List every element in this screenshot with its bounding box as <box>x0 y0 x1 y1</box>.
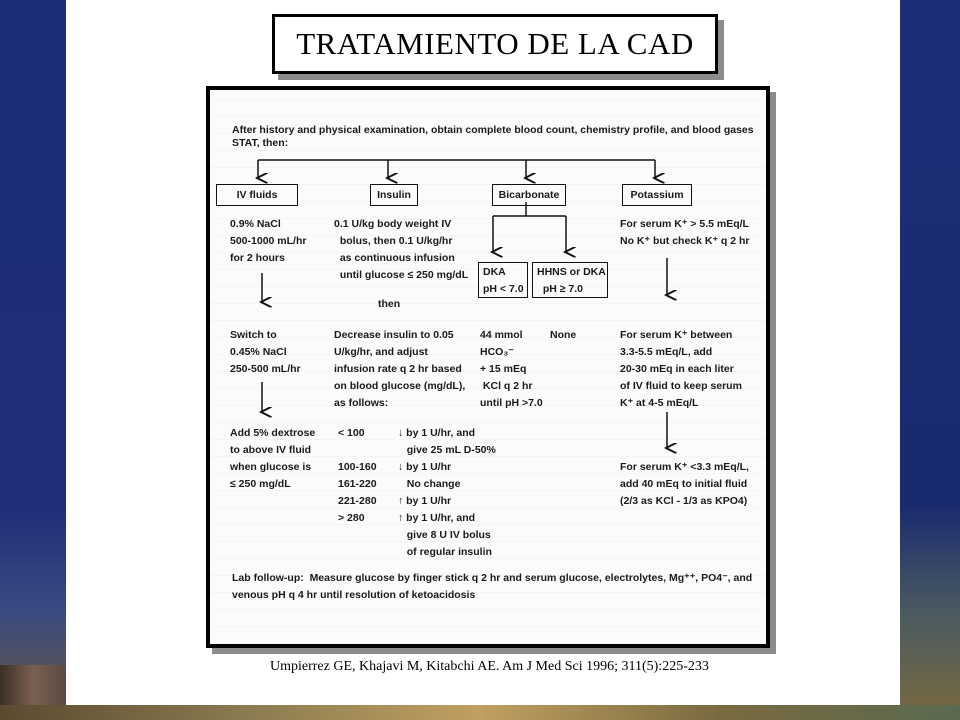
iv-step3-line3: when glucose is <box>230 459 311 476</box>
insulin-action: ↑ by 1 U/hr, and <box>398 510 475 527</box>
insulin-step2-line5: as follows: <box>334 395 388 412</box>
insulin-step1-line1: 0.1 U/kg body weight IV <box>334 216 451 233</box>
insulin-step1-line4: until glucose ≤ 250 mg/dL <box>334 267 468 284</box>
lab-followup-line2: venous pH q 4 hr until resolution of ket… <box>232 587 475 604</box>
iv-step2-line2: 0.45% NaCl <box>230 344 287 361</box>
insulin-step1-line3: as continuous infusion <box>334 250 455 267</box>
hhns-treatment: None <box>550 327 576 344</box>
citation: Umpierrez GE, Khajavi M, Kitabchi AE. Am… <box>270 659 709 675</box>
iv-step1-line1: 0.9% NaCl <box>230 216 281 233</box>
slide-title: TRATAMIENTO DE LA CAD <box>296 26 694 62</box>
iv-fluids-box: IV fluids <box>216 184 298 206</box>
dka-treatment-line3: + 15 mEq <box>480 361 526 378</box>
k-step3-line2: add 40 mEq to initial fluid <box>620 476 747 493</box>
iv-fluids-header: IV fluids <box>237 187 278 204</box>
k-step2-line5: K⁺ at 4-5 mEq/L <box>620 395 698 412</box>
insulin-then: then <box>378 296 400 313</box>
insulin-action: No change <box>398 476 460 493</box>
dka-treatment-line1: 44 mmol <box>480 327 523 344</box>
k-step2-line3: 20-30 mEq in each liter <box>620 361 734 378</box>
insulin-action: ↓ by 1 U/hr <box>398 459 451 476</box>
insulin-step2-line4: on blood glucose (mg/dL), <box>334 378 465 395</box>
dka-treatment-line4: KCl q 2 hr <box>480 378 533 395</box>
insulin-step2-line2: U/kg/hr, and adjust <box>334 344 428 361</box>
iv-step2-line3: 250-500 mL/hr <box>230 361 301 378</box>
intro-line-1: After history and physical examination, … <box>232 122 754 139</box>
background-right-panel <box>900 0 960 720</box>
insulin-step2-line3: infusion rate q 2 hr based <box>334 361 462 378</box>
potassium-header: Potassium <box>630 187 683 204</box>
insulin-range: 161-220 <box>338 476 377 493</box>
insulin-action: ↓ by 1 U/hr, and <box>398 425 475 442</box>
potassium-box: Potassium <box>622 184 692 206</box>
insulin-range: 221-280 <box>338 493 377 510</box>
k-step2-line4: of IV fluid to keep serum <box>620 378 742 395</box>
insulin-range: > 280 <box>338 510 365 527</box>
iv-step3-line4: ≤ 250 mg/dL <box>230 476 291 493</box>
title-box: TRATAMIENTO DE LA CAD <box>272 14 718 74</box>
insulin-action: give 25 mL D-50% <box>398 442 496 459</box>
k-step3-line1: For serum K⁺ <3.3 mEq/L, <box>620 459 749 476</box>
insulin-header: Insulin <box>377 187 411 204</box>
insulin-action: give 8 U IV bolus <box>398 527 491 544</box>
dka-box: DKA pH < 7.0 <box>478 262 528 298</box>
bicarbonate-header: Bicarbonate <box>499 187 560 204</box>
iv-step2-line1: Switch to <box>230 327 277 344</box>
hhns-box-line2: pH ≥ 7.0 <box>537 281 603 298</box>
insulin-range: 100-160 <box>338 459 377 476</box>
bicarbonate-box: Bicarbonate <box>492 184 566 206</box>
insulin-action: ↑ by 1 U/hr <box>398 493 451 510</box>
k-step1-line2: No K⁺ but check K⁺ q 2 hr <box>620 233 750 250</box>
iv-step3-line1: Add 5% dextrose <box>230 425 315 442</box>
hhns-box: HHNS or DKA pH ≥ 7.0 <box>532 262 608 298</box>
insulin-range: < 100 <box>338 425 365 442</box>
dka-treatment-line5: until pH >7.0 <box>480 395 543 412</box>
background-left-panel <box>0 0 66 720</box>
background-photo <box>0 665 66 705</box>
intro-line-2: STAT, then: <box>232 135 288 152</box>
insulin-action: of regular insulin <box>398 544 492 561</box>
k-step3-line3: (2/3 as KCl - 1/3 as KPO4) <box>620 493 747 510</box>
iv-step3-line2: to above IV fluid <box>230 442 311 459</box>
insulin-box: Insulin <box>370 184 418 206</box>
lab-followup-line1: Lab follow-up: Measure glucose by finger… <box>232 570 752 587</box>
hhns-box-line1: HHNS or DKA <box>537 264 603 281</box>
iv-step1-line3: for 2 hours <box>230 250 285 267</box>
k-step1-line1: For serum K⁺ > 5.5 mEq/L <box>620 216 749 233</box>
insulin-step2-line1: Decrease insulin to 0.05 <box>334 327 454 344</box>
k-step2-line1: For serum K⁺ between <box>620 327 732 344</box>
dka-box-line2: pH < 7.0 <box>483 281 523 298</box>
background-bottom-strip <box>0 705 960 720</box>
iv-step1-line2: 500-1000 mL/hr <box>230 233 306 250</box>
flowchart-figure: After history and physical examination, … <box>206 86 770 648</box>
k-step2-line2: 3.3-5.5 mEq/L, add <box>620 344 712 361</box>
dka-box-line1: DKA <box>483 264 523 281</box>
dka-treatment-line2: HCO₃⁻ <box>480 344 514 361</box>
insulin-step1-line2: bolus, then 0.1 U/kg/hr <box>334 233 452 250</box>
